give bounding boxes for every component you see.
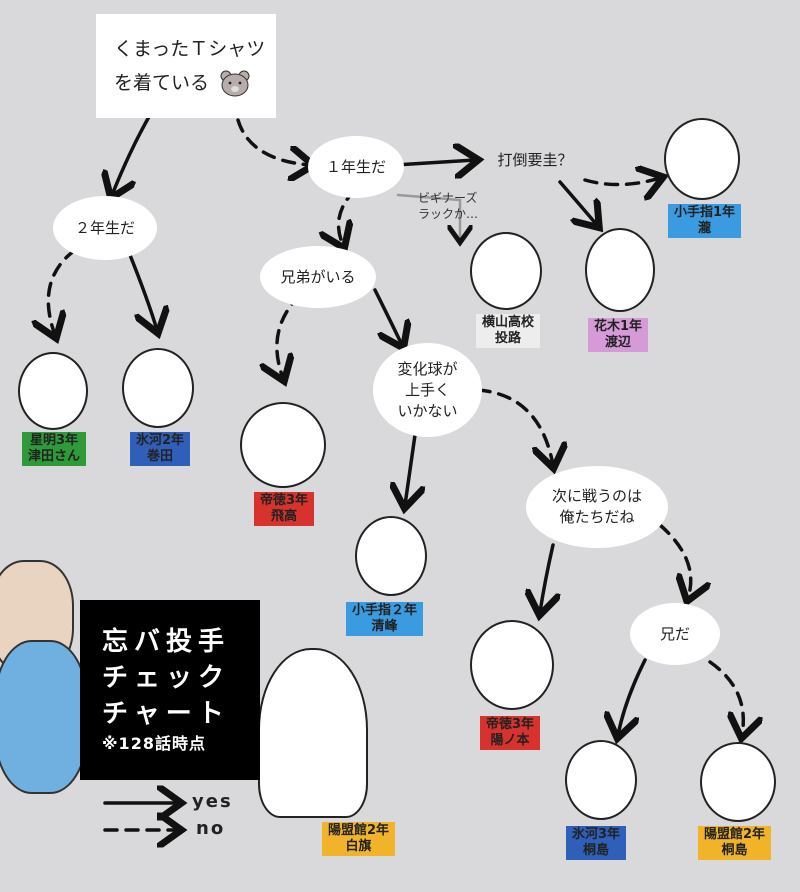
- title-line2: チェック: [102, 663, 231, 693]
- arrow-no-kyoudai-hidaka: [277, 293, 302, 378]
- portrait-makita: [122, 348, 194, 428]
- label-hidaka-name: 飛高: [271, 509, 298, 524]
- question-henka-line3: いかない: [397, 401, 458, 420]
- label-kirishima-youmei-name: 桐島: [721, 843, 748, 858]
- question-henka-line1: 変化球が: [397, 359, 458, 378]
- label-yokoyama: 横山高校 投路: [476, 314, 541, 348]
- portrait-taki: [664, 118, 740, 200]
- portrait-yokoyama: [470, 232, 542, 310]
- start-question-line1: くまったＴシャツ: [114, 38, 266, 60]
- label-yonomoto: 帝徳3年 陽ノ本: [480, 716, 541, 750]
- label-taki-school: 小手指1年: [674, 205, 736, 220]
- side-note-line2: ラックか…: [418, 207, 479, 221]
- arrow-no-ani-kirishima-youmei: [708, 660, 743, 735]
- label-kirishima-hyouga: 氷河3年 桐島: [566, 826, 627, 860]
- label-shirahata-school: 陽盟館2年: [328, 823, 390, 838]
- question-ani-text: 兄だ: [659, 624, 690, 643]
- label-watanabe-school: 花木1年: [594, 319, 643, 334]
- label-hidaka: 帝徳3年 飛高: [254, 492, 315, 526]
- decor-character-bottom: [0, 640, 88, 794]
- title-subtitle: ※128話時点: [102, 734, 206, 753]
- question-tsugi-line2: 俺たちだね: [559, 508, 635, 526]
- label-tsuda-school: 星明3年: [29, 433, 79, 448]
- portrait-kiyomine: [355, 516, 427, 596]
- label-kirishima-hyouga-school: 氷河3年: [572, 827, 621, 842]
- arrow-yes-daitou-watanabe: [558, 180, 597, 225]
- bear-icon: [219, 69, 251, 97]
- chart-title-box: 忘バ投手 チェック チャート ※128話時点: [80, 600, 260, 780]
- label-tsuda: 星明3年 津田さん: [22, 432, 87, 466]
- title-line3: チャート: [102, 699, 230, 729]
- arrow-no-2nen-tsuda: [48, 248, 77, 335]
- portrait-watanabe: [585, 228, 655, 312]
- label-kirishima-youmei-school: 陽盟館2年: [704, 827, 766, 842]
- label-kiyomine: 小手指２年 清峰: [346, 602, 424, 636]
- arrow-yes-start-2nen: [112, 113, 152, 195]
- label-shirahata-name: 白旗: [345, 839, 372, 854]
- legend-yes-label: yes: [192, 791, 233, 812]
- label-taki: 小手指1年 瀧: [668, 204, 742, 238]
- start-question-line2: を着ている: [114, 72, 210, 94]
- question-daitou: 打倒要圭？: [485, 150, 585, 170]
- question-2nen: ２年生だ: [55, 198, 155, 258]
- label-yokoyama-school: 横山高校: [482, 315, 535, 330]
- label-shirahata: 陽盟館2年 白旗: [322, 822, 396, 856]
- start-question-box: くまったＴシャツ を着ている: [96, 14, 276, 118]
- arrow-yes-ani-kirishima-hyouga: [618, 658, 647, 735]
- arrow-yes-tsugi-yonomoto: [540, 543, 553, 612]
- label-kirishima-hyouga-name: 桐島: [583, 843, 610, 858]
- arrow-yes-kyoudai-henka: [373, 288, 402, 345]
- label-hidaka-school: 帝徳3年: [260, 493, 309, 508]
- label-kiyomine-school: 小手指２年: [352, 603, 418, 618]
- question-1nen: １年生だ: [310, 138, 402, 196]
- question-henka-line2: 上手く: [404, 380, 450, 399]
- label-tsuda-name: 津田さん: [28, 449, 81, 464]
- label-yonomoto-name: 陽ノ本: [490, 733, 530, 748]
- label-watanabe-name: 渡辺: [605, 335, 632, 350]
- arrow-no-daitou-taki: [583, 178, 660, 185]
- question-ani: 兄だ: [632, 605, 718, 663]
- arrow-no-start-1nen: [236, 118, 310, 165]
- arrow-no-henka-tsugi: [476, 388, 553, 465]
- portrait-yonomoto: [470, 620, 554, 710]
- portrait-kirishima-youmei: [700, 742, 776, 822]
- label-kirishima-youmei: 陽盟館2年 桐島: [698, 826, 772, 860]
- question-henka: 変化球が 上手く いかない: [375, 345, 480, 435]
- portrait-hidaka: [240, 402, 326, 488]
- label-yonomoto-school: 帝徳3年: [486, 717, 535, 732]
- portrait-tsuda: [18, 352, 88, 430]
- side-note-line1: ビギナーズ: [418, 191, 478, 205]
- question-2nen-text: ２年生だ: [74, 218, 135, 237]
- question-daitou-text: 打倒要圭？: [497, 151, 573, 169]
- portrait-kirishima-hyouga: [565, 740, 637, 820]
- portrait-shirahata: [258, 648, 368, 818]
- label-watanabe: 花木1年 渡辺: [588, 318, 649, 352]
- arrow-yes-2nen-makita: [128, 253, 157, 330]
- arrow-yes-henka-kiyomine: [405, 433, 415, 505]
- label-yokoyama-name: 投路: [495, 331, 522, 346]
- label-makita-name: 巻田: [147, 449, 174, 464]
- arrow-no-1nen-kyoudai: [339, 188, 357, 245]
- label-makita-school: 氷河2年: [136, 433, 185, 448]
- question-kyoudai-text: 兄弟がいる: [280, 267, 356, 286]
- arrow-side-note: [396, 193, 460, 240]
- question-tsugi: 次に戦うのは 俺たちだね: [528, 468, 666, 546]
- question-kyoudai: 兄弟がいる: [262, 248, 374, 306]
- question-tsugi-line1: 次に戦うのは: [551, 487, 642, 505]
- arrow-yes-1nen-daitou: [393, 160, 475, 165]
- question-1nen-text: １年生だ: [325, 157, 386, 176]
- label-makita: 氷河2年 巻田: [130, 432, 191, 466]
- legend-no-label: no: [196, 818, 226, 839]
- label-taki-name: 瀧: [698, 221, 712, 236]
- label-kiyomine-name: 清峰: [371, 619, 398, 634]
- arrow-no-tsugi-ani: [658, 523, 691, 598]
- side-note: ビギナーズ ラックか…: [418, 190, 478, 222]
- title-line1: 忘バ投手: [102, 627, 231, 657]
